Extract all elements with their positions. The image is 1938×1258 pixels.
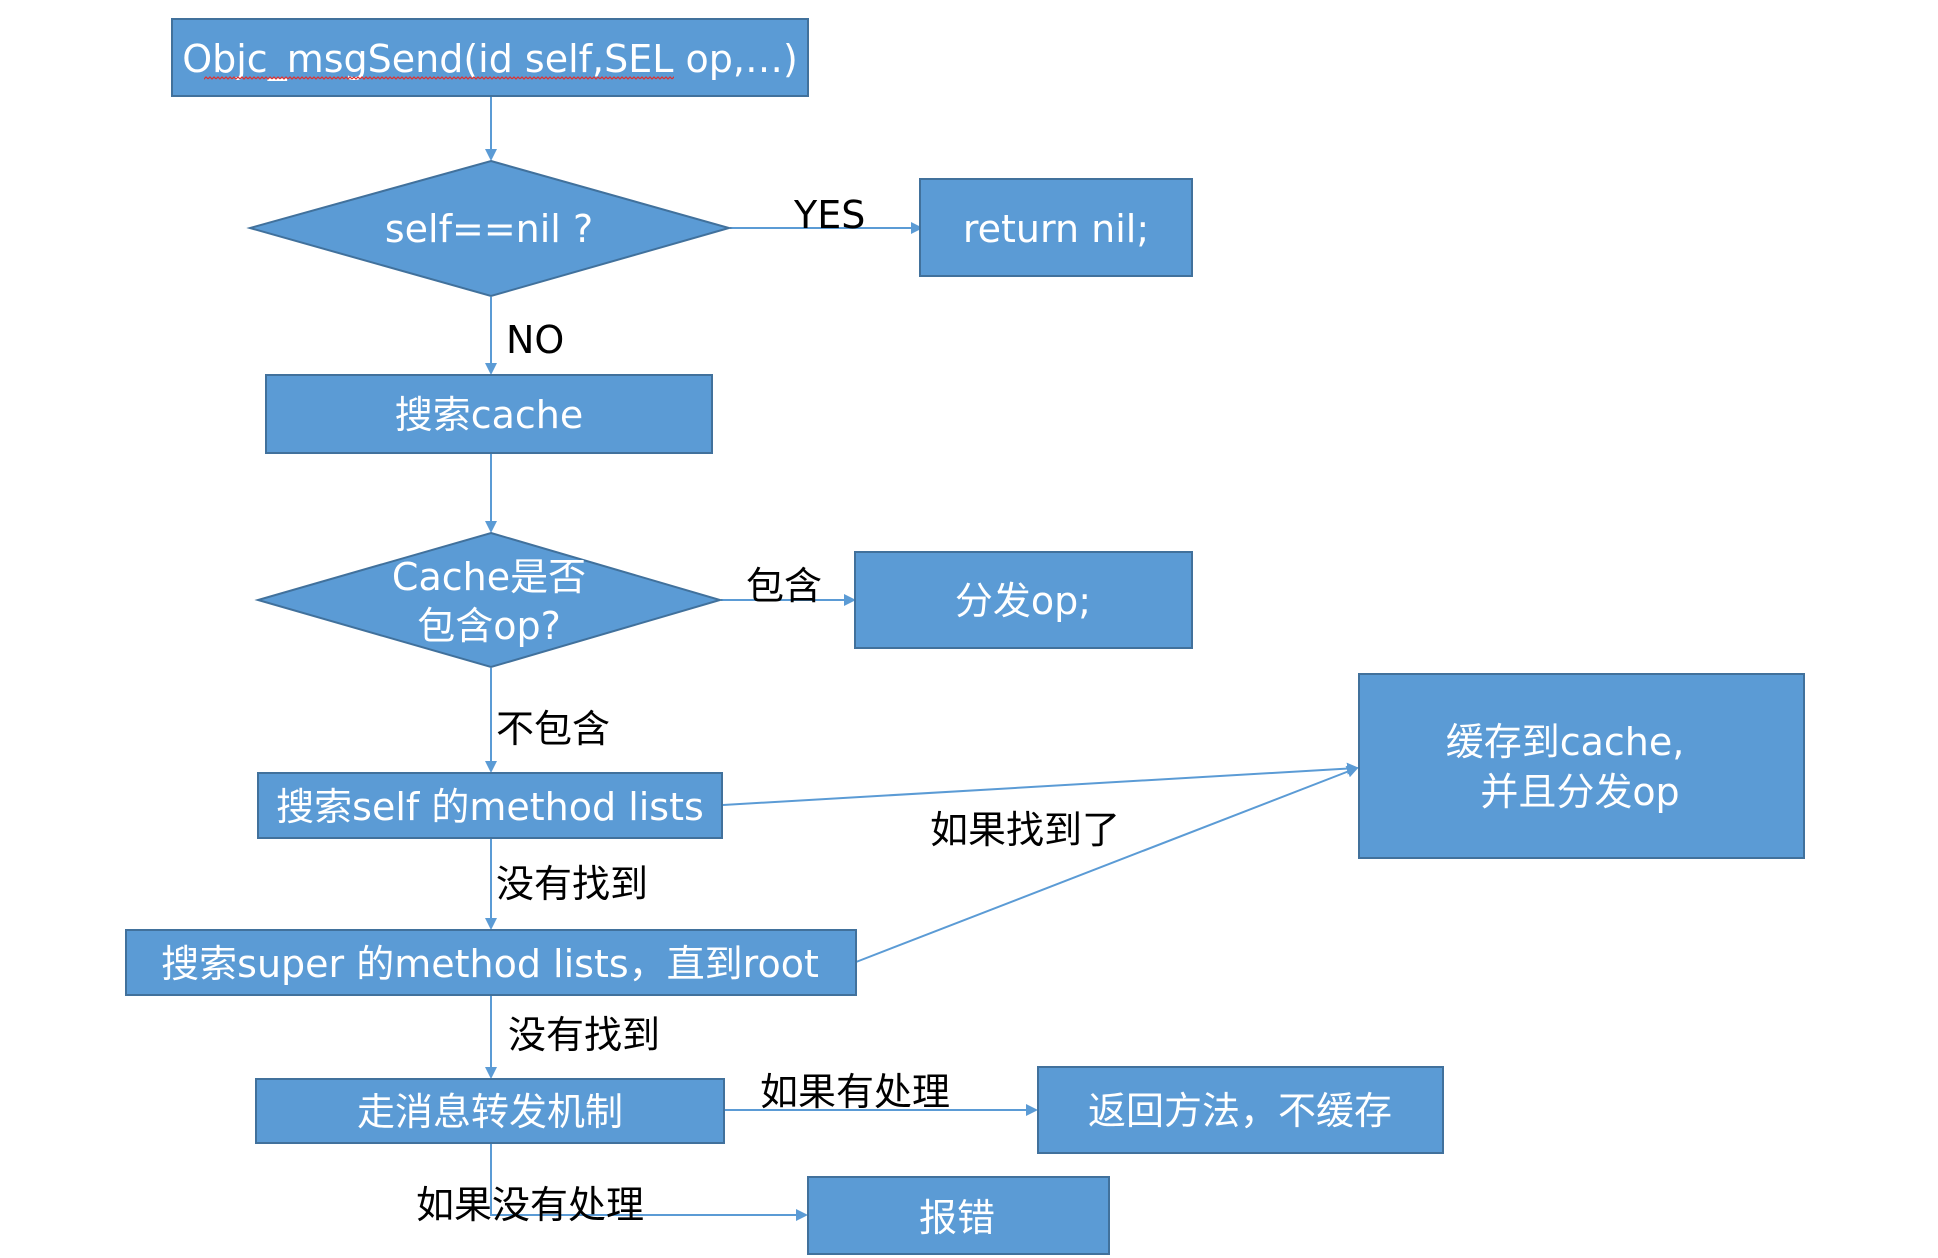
cache-check-decision: Cache是否 包含op?	[254, 531, 724, 669]
cache-check-label-line2: 包含op?	[417, 604, 561, 648]
cache-and-dispatch-label-line2: 并且分发op	[1480, 770, 1679, 814]
dispatch-op-node: 分发op;	[854, 551, 1193, 649]
edge-forwarding-to-error	[490, 1143, 808, 1221]
nil-check-decision: self==nil ?	[246, 159, 733, 298]
edge-label-if-handled: 如果有处理	[760, 1070, 950, 1114]
search-super-node: 搜索super 的method lists，直到root	[125, 929, 857, 996]
report-error-node: 报错	[807, 1176, 1110, 1255]
start-node: Objc_msgSend(id self,SEL op,…)	[171, 18, 809, 97]
search-cache-node: 搜索cache	[265, 374, 713, 454]
spellcheck-underline	[204, 76, 674, 80]
search-super-label: 搜索super 的method lists，直到root	[161, 942, 819, 986]
edge-label-no: NO	[506, 318, 564, 362]
edge-label-not-found-1: 没有找到	[496, 862, 648, 906]
return-method-label: 返回方法，不缓存	[1088, 1089, 1392, 1133]
cache-and-dispatch-node: 缓存到cache, 并且分发op	[1358, 673, 1805, 859]
dispatch-op-label: 分发op;	[955, 579, 1091, 623]
search-self-label: 搜索self 的method lists	[276, 785, 704, 829]
start-node-label: Objc_msgSend(id self,SEL op,…)	[182, 37, 798, 81]
edge-search-super-to-cache-dispatch	[855, 766, 1359, 963]
report-error-label: 报错	[919, 1196, 995, 1240]
message-forwarding-label: 走消息转发机制	[357, 1090, 623, 1134]
message-forwarding-node: 走消息转发机制	[255, 1078, 725, 1144]
return-method-node: 返回方法，不缓存	[1037, 1066, 1444, 1154]
edge-label-not-contains: 不包含	[496, 707, 610, 751]
cache-and-dispatch-label-line1: 缓存到cache,	[1446, 720, 1685, 764]
search-self-node: 搜索self 的method lists	[257, 772, 723, 839]
cache-check-label-line1: Cache是否	[392, 555, 586, 599]
edge-search-self-to-cache-dispatch	[722, 762, 1359, 806]
edge-label-yes: YES	[793, 193, 865, 237]
edge-label-contains: 包含	[746, 564, 822, 608]
nil-check-label: self==nil ?	[385, 207, 593, 251]
edge-label-if-not-handled: 如果没有处理	[416, 1183, 644, 1227]
return-nil-label: return nil;	[963, 207, 1149, 251]
edge-label-not-found-2: 没有找到	[508, 1013, 660, 1057]
search-cache-label: 搜索cache	[395, 393, 584, 437]
return-nil-node: return nil;	[919, 178, 1193, 277]
edge-label-if-found: 如果找到了	[930, 808, 1120, 852]
